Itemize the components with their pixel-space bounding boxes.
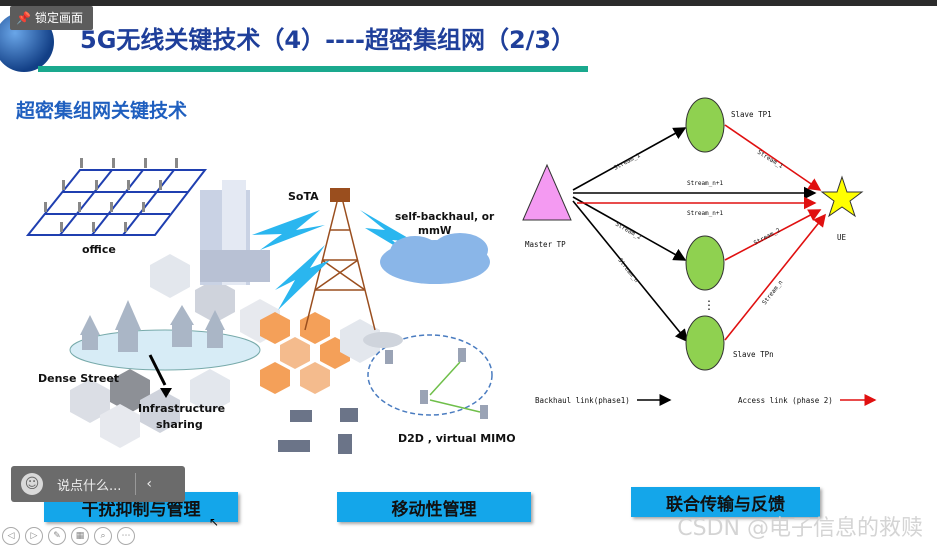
emoji-icon[interactable]: ☺: [21, 473, 43, 495]
sharing-label: sharing: [156, 418, 203, 431]
tower-antenna: [330, 188, 350, 202]
pen-icon[interactable]: ✎: [48, 527, 66, 545]
prev-icon[interactable]: ◁: [2, 527, 20, 545]
small-cell-antennas: [44, 158, 178, 232]
dense-street-label: Dense Street: [38, 372, 119, 385]
slave-tpn-label: Slave TPn: [733, 350, 774, 359]
stream-2-label: Stream_2: [614, 221, 643, 242]
title-divider: [38, 66, 588, 72]
slave-tp1-label: Slave TP1: [731, 110, 772, 119]
stream-n1-bottom-label: Stream_n+1: [687, 210, 724, 217]
d2d-area: [367, 334, 493, 416]
next-icon[interactable]: ▷: [25, 527, 43, 545]
slide-subtitle: 超密集组网关键技术: [16, 100, 188, 122]
comment-placeholder[interactable]: 说点什么...: [57, 478, 122, 494]
self-backhaul-label: self-backhaul, or: [395, 211, 495, 223]
mobility-management-label: 移动性管理: [337, 492, 531, 522]
access-stream-n-label: Stream_n: [761, 279, 785, 306]
legend-backhaul-label: Backhaul link(phase1): [535, 396, 630, 405]
stream-n-label: Stream_n: [616, 257, 640, 284]
collapse-chevron-icon[interactable]: ‹: [146, 476, 153, 492]
joint-transmission-diagram: Slave TP1 Slave TPn Master TP UE Stream_…: [522, 97, 877, 406]
joint-transmission-label: 联合传输与反馈: [631, 487, 820, 517]
mmw-label: mmW: [418, 225, 452, 237]
master-tp-label: Master TP: [525, 240, 566, 249]
pages-icon[interactable]: ▦: [71, 527, 89, 545]
stream-1-label: Stream_1: [613, 152, 642, 172]
slave-tpn-node: [685, 315, 725, 371]
sota-label: SoTA: [288, 190, 319, 203]
office-grid: [25, 169, 208, 236]
slave-tp2-node: [685, 235, 725, 291]
top-window-bar: [0, 0, 937, 6]
access-stream-2-label: Stream_2: [753, 227, 782, 247]
cell-tower: [304, 189, 376, 331]
master-tp-node: [522, 163, 572, 221]
access-stream-1-label: Stream_1: [756, 149, 785, 170]
ellipsis-dots: ⋮: [703, 298, 715, 312]
zoom-icon[interactable]: ⌕: [94, 527, 112, 545]
iot-device-icons: [278, 408, 358, 454]
wireless-link-bolts: [252, 210, 415, 310]
ue-label: UE: [837, 233, 847, 242]
mouse-cursor-icon: ↖: [209, 515, 220, 529]
comment-divider: [135, 473, 137, 495]
sharing-arrow: [148, 354, 167, 386]
csdn-watermark: CSDN @电子信息的救赎: [677, 516, 923, 541]
infrastructure-label: Infrastructure: [138, 402, 225, 415]
backhaul-links: [572, 127, 817, 343]
ultra-dense-network-illustration: office SoTA: [25, 158, 516, 454]
dish-antenna: [363, 332, 403, 348]
legend-access-label: Access link (phase 2): [738, 396, 833, 405]
ue-star-node: [820, 175, 864, 218]
lock-screen-label: 锁定画面: [34, 11, 83, 25]
player-controls: ◁ ▷ ✎ ▦ ⌕ ⋯: [2, 527, 135, 545]
comment-input-bar[interactable]: ☺ 说点什么... ‹: [11, 466, 185, 502]
stream-n1-top-label: Stream_n+1: [687, 180, 724, 187]
lock-screen-button[interactable]: 📌 锁定画面: [10, 6, 93, 30]
office-label: office: [82, 243, 116, 256]
access-links: [577, 124, 826, 341]
slave-tp1-node: [685, 97, 725, 153]
d2d-devices: [385, 348, 488, 419]
d2d-label: D2D , virtual MIMO: [398, 432, 516, 445]
building-graphic: [200, 180, 270, 285]
pin-icon: 📌: [16, 11, 31, 25]
more-icon[interactable]: ⋯: [117, 527, 135, 545]
houses: [80, 300, 225, 352]
dense-street-area: [69, 329, 261, 371]
slide-title: 5G无线关键技术（4）----超密集组网（2/3）: [80, 26, 576, 54]
